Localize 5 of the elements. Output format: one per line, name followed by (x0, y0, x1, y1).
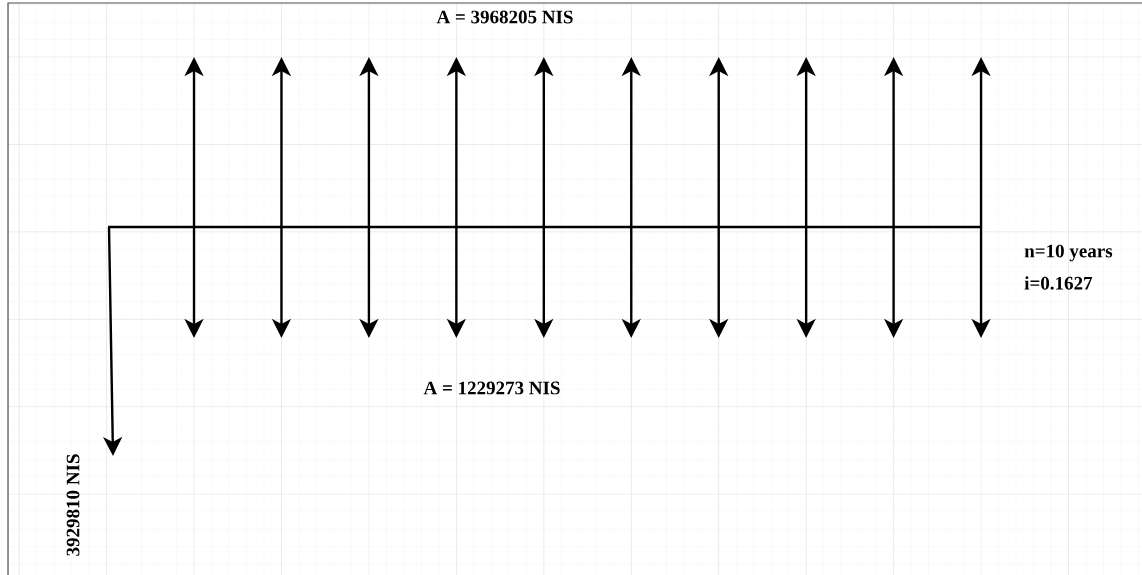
amount-label: 3929810 NIS (66, 454, 80, 556)
period-label: n=10 years (1024, 244, 1113, 262)
amount-label: A = 1229273 NIS (423, 381, 560, 395)
rate-label: i=0.1627 (1024, 276, 1093, 290)
amount-label: A = 3968205 NIS (436, 10, 573, 24)
